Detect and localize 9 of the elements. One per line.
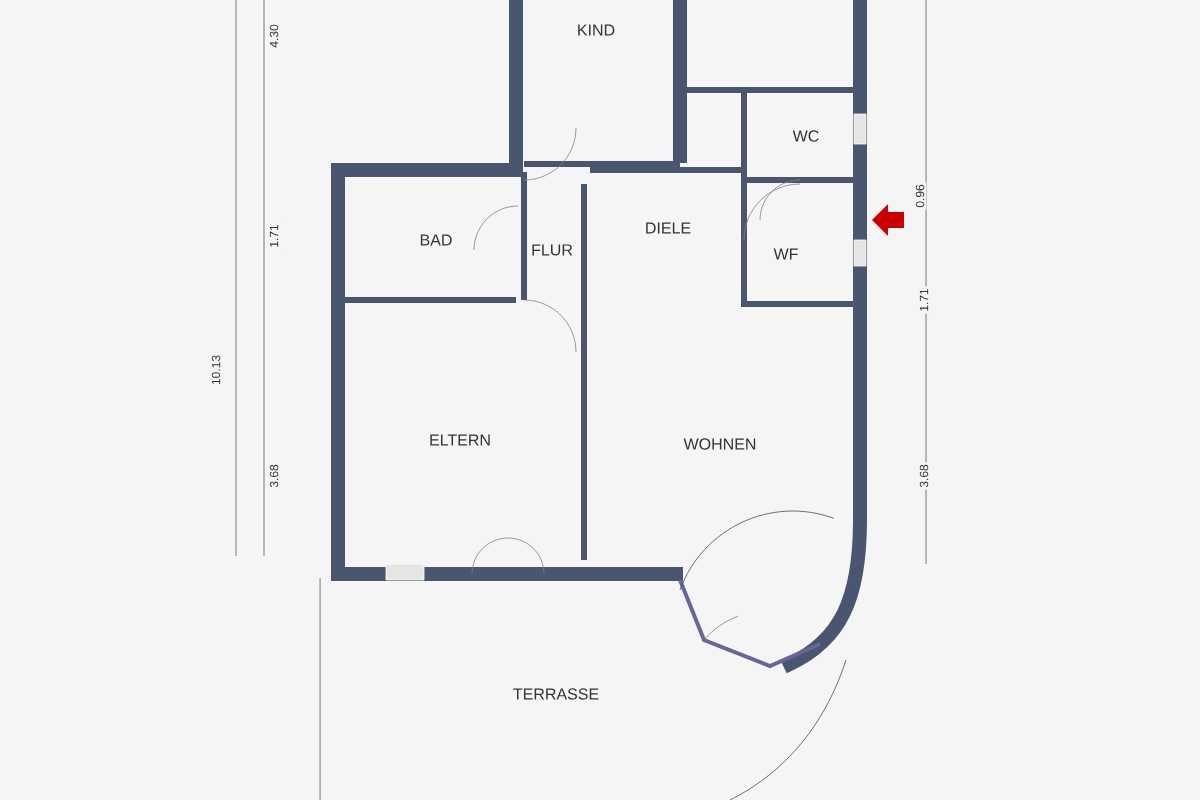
room-label: TERRASSE <box>513 688 599 700</box>
room-label: WF <box>773 248 798 260</box>
room-label: BAD <box>420 234 452 246</box>
room-label: KIND <box>578 24 615 36</box>
room-label: DIELE <box>646 222 691 234</box>
room-label: WC <box>792 130 819 142</box>
room-label: ELTERN <box>430 434 490 446</box>
room-label: WOHNEN <box>683 438 756 450</box>
room-label: FLUR <box>532 244 573 256</box>
